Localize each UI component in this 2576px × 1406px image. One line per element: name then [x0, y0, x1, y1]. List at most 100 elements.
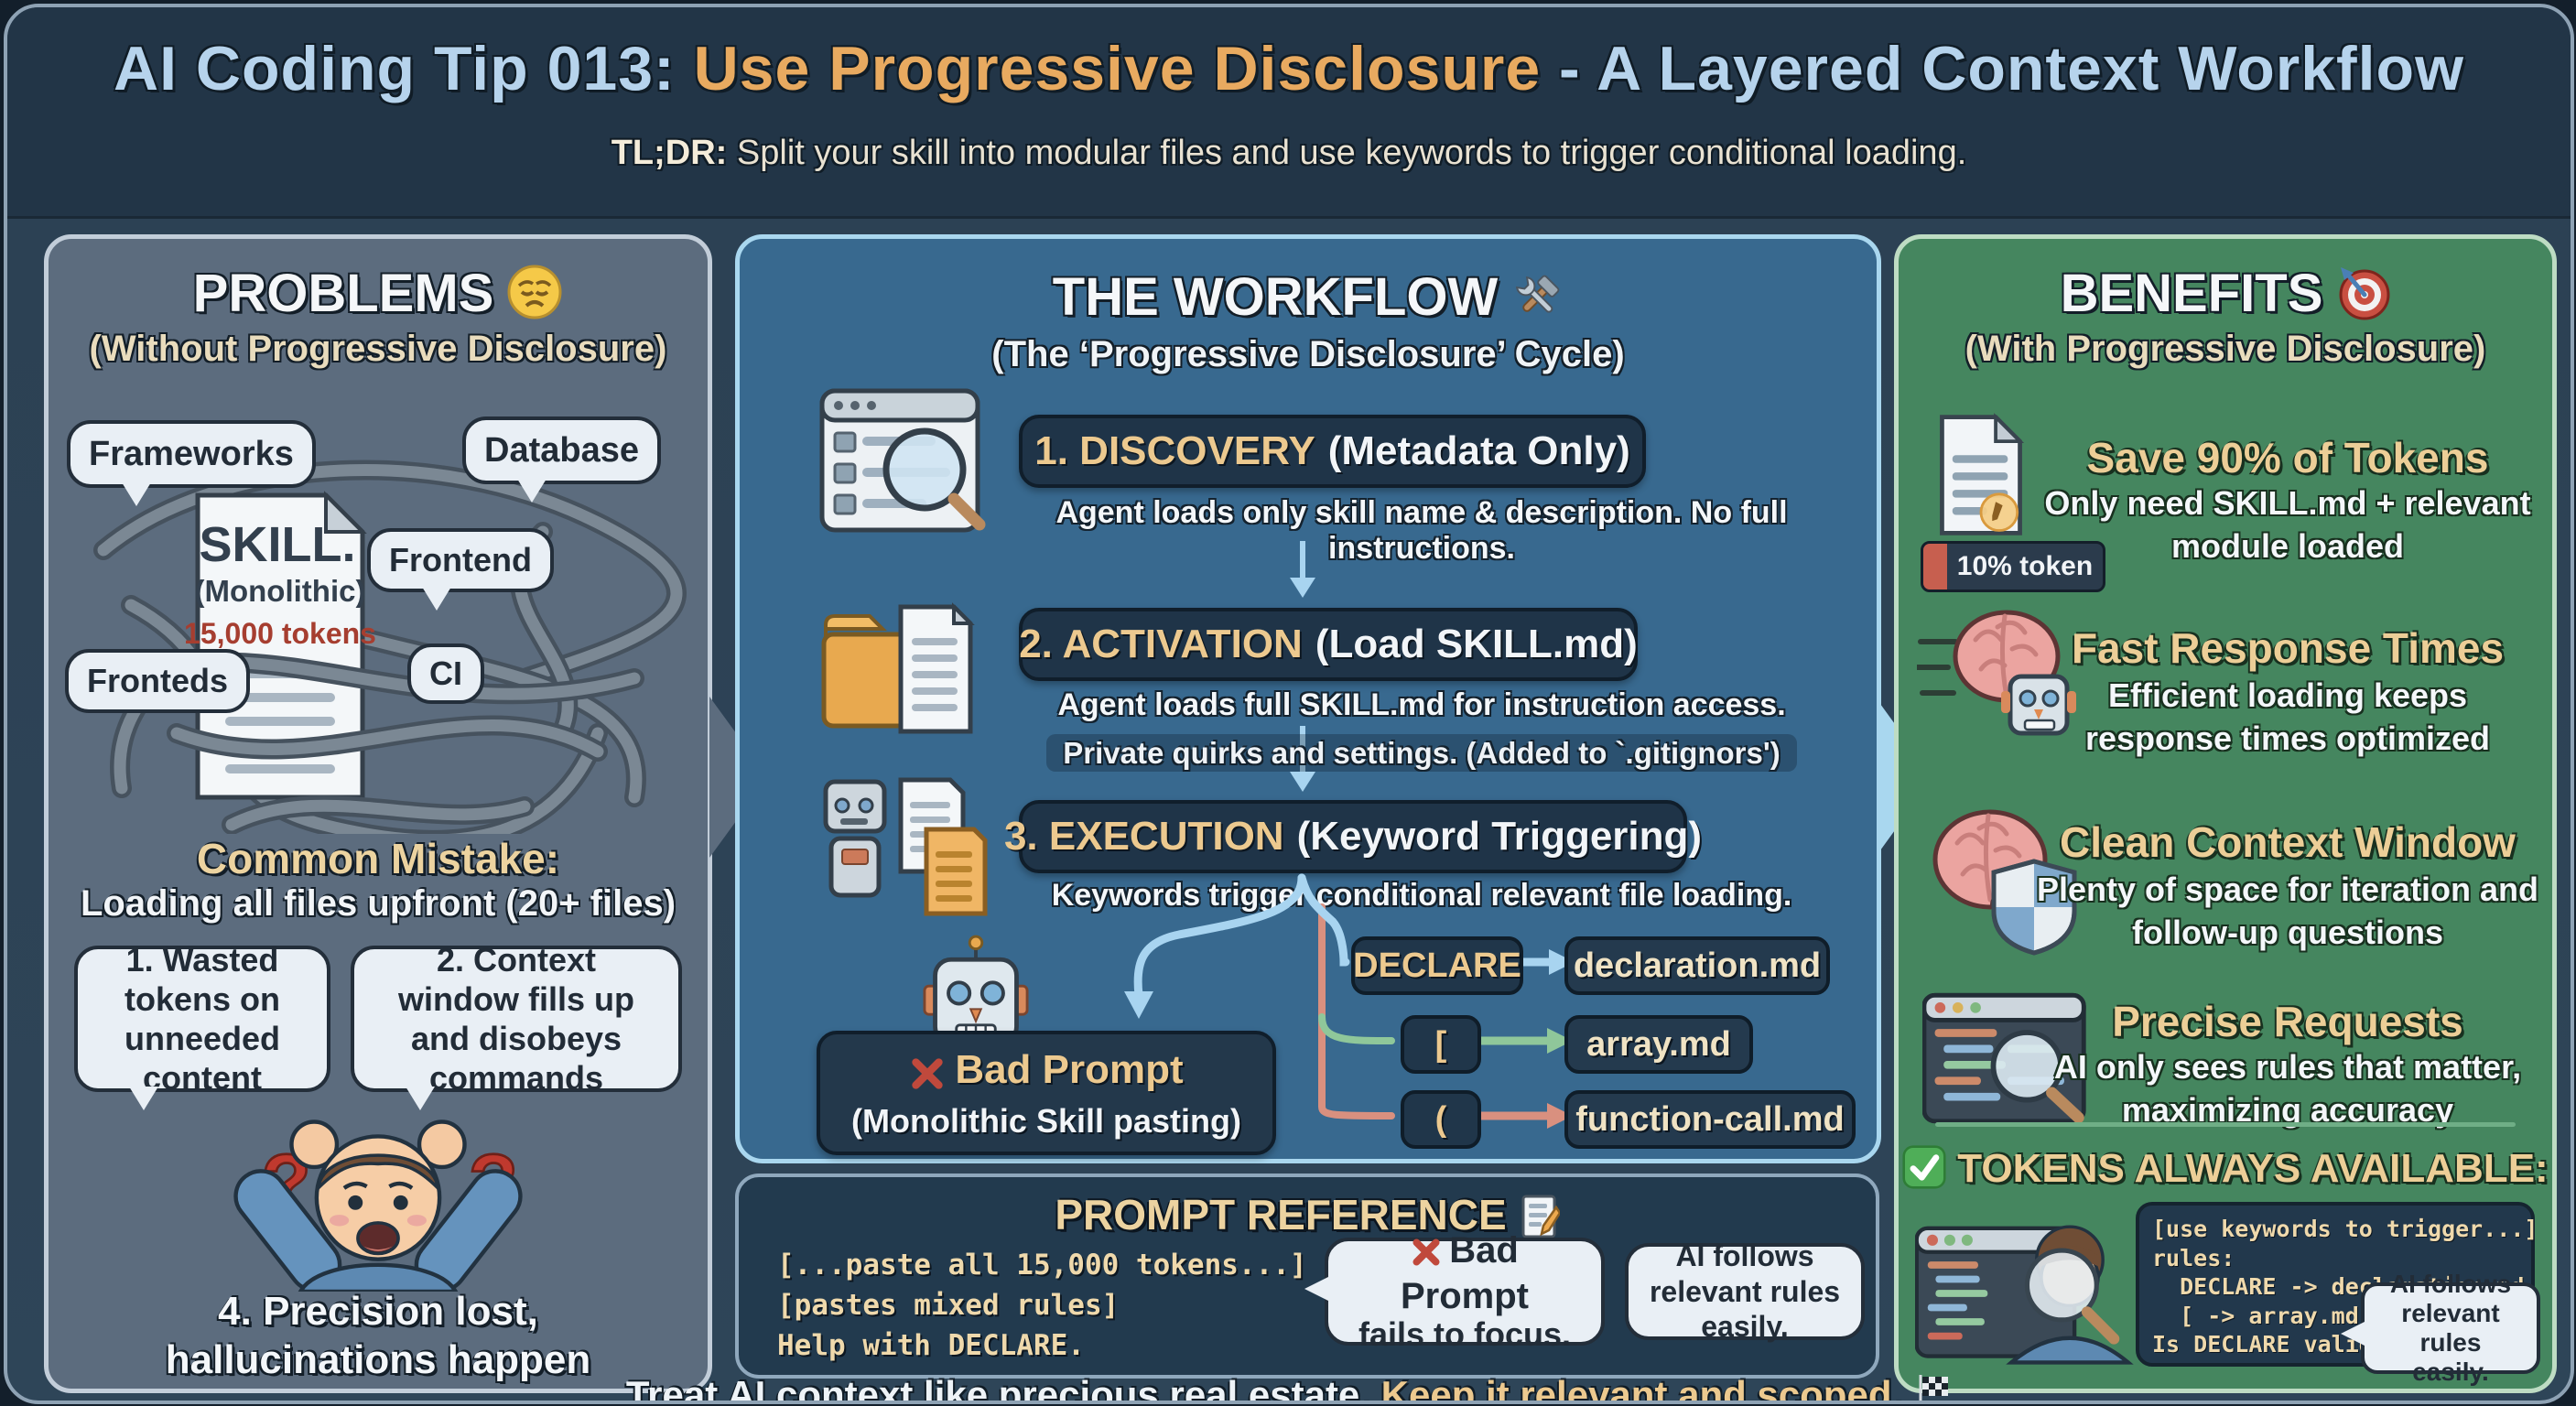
benefit-2-desc: Efficient loading keeps response times o… — [2084, 676, 2491, 757]
workflow-panel: THE WORKFLOW (The ‘Progressive Disclosur… — [735, 234, 1933, 1163]
target-icon — [2335, 265, 2390, 333]
benefit-3-desc: Plenty of space for iteration and follow… — [2036, 871, 2539, 951]
tldr-label: TL;DR: — [611, 134, 728, 172]
file-pill-array: array.md — [1564, 1015, 1753, 1074]
benefits-subtitle: (With Progressive Disclosure) — [1964, 329, 2486, 369]
stressed-person-illustration: ? ? — [233, 1119, 523, 1292]
benefit-1-title: Save 90% of Tokens — [2086, 434, 2489, 481]
person-search-icon — [1914, 1207, 2144, 1379]
discovery-icon — [817, 385, 990, 547]
issue-bubble-1: 1. Wasted tokens on unneeded content — [74, 941, 330, 1110]
code-search-icon — [1921, 991, 2091, 1133]
page-title: AI Coding Tip 013: Use Progressive Discl… — [7, 33, 2571, 104]
robot-head-icon — [923, 935, 1029, 1054]
flow-arrow-2 — [1290, 726, 1315, 792]
bubble-frontend: Frontend — [367, 528, 554, 611]
step-3-desc: Keywords trigger conditional relevant fi… — [1051, 878, 1792, 913]
keyword-pill-declare: DECLARE — [1351, 936, 1523, 995]
benefits-title: BENEFITS — [1899, 263, 2552, 333]
svg-text:SKILL.: SKILL. — [200, 517, 356, 572]
token-doc-icon — [1933, 409, 2029, 546]
benefit-4-title: Precise Requests — [2112, 998, 2463, 1045]
bubble-ci: CI — [407, 644, 484, 704]
red-x-icon — [909, 1055, 946, 1102]
bubble-fronteds: Fronteds — [65, 649, 251, 713]
token-badge-text: 10% token — [1956, 551, 2094, 581]
pr-good-bubble: AI follows relevant rules easily. — [1625, 1239, 1865, 1343]
bad-prompt-title: Bad Prompt — [820, 1047, 1272, 1102]
green-check-icon — [1902, 1145, 1946, 1199]
step-2-paren: (Load SKILL.md) — [1315, 622, 1638, 666]
fast-brain-robot-icon — [1914, 603, 2087, 751]
pr-bad-bubble-title: Bad Prompt — [1401, 1230, 1529, 1317]
benefits-panel: BENEFITS (With Progressive Disclosure) 1… — [1894, 234, 2557, 1393]
step-1-pill: 1. DISCOVERY (Metadata Only) — [1019, 415, 1646, 488]
memo-icon — [1520, 1195, 1562, 1249]
title-part-2: Use Progressive Disclosure — [693, 34, 1542, 103]
issue-4-text: 4. Precision lost, hallucinations happen — [165, 1289, 591, 1382]
common-mistake-text: Loading all files upfront (20+ files) — [80, 883, 676, 924]
checkered-flag-icon — [1915, 1373, 1952, 1401]
prompt-reference-title: PROMPT REFERENCE — [739, 1190, 1876, 1249]
svg-text:15,000 tokens: 15,000 tokens — [184, 617, 376, 650]
title-part-1: AI Coding Tip 013: — [114, 34, 694, 103]
keyword-pill-bracket: [ — [1401, 1015, 1481, 1074]
step-2-desc: Agent loads full SKILL.md for instructio… — [1057, 687, 1786, 722]
benefit-3-title: Clean Context Window — [2060, 818, 2516, 866]
step-1-label: 1. DISCOVERY — [1034, 428, 1315, 473]
footer-note: Treat AI context like precious real esta… — [7, 1373, 2571, 1404]
svg-text:(Monolithic): (Monolithic) — [195, 574, 366, 608]
ben-code-line-2: rules: — [2152, 1244, 2235, 1271]
step-2-label: 2. ACTIVATION — [1019, 622, 1303, 666]
benefit-1-desc: Only need SKILL.md + relevant module loa… — [2044, 484, 2531, 565]
title-part-3: - A Layered Context Workflow — [1541, 34, 2464, 103]
step-2-note: Private quirks and settings. (Added to `… — [969, 734, 1875, 772]
step-1-desc: Agent loads only skill name & descriptio… — [1055, 495, 1788, 566]
tldr-text: Split your skill into modular files and … — [727, 134, 1967, 172]
common-mistake-label: Common Mistake: — [196, 835, 560, 882]
workflow-subtitle: (The ‘Progressive Disclosure’ Cycle) — [991, 334, 1625, 374]
step-3-label: 3. EXECUTION — [1003, 814, 1284, 859]
pr-code-line-2: [pastes mixed rules] — [777, 1289, 1120, 1322]
bad-prompt-box: Bad Prompt (Monolithic Skill pasting) — [817, 1031, 1276, 1155]
step-3-paren: (Keyword Triggering) — [1296, 814, 1703, 859]
step-1-paren: (Metadata Only) — [1327, 428, 1630, 473]
file-pill-function-call: function-call.md — [1564, 1090, 1856, 1149]
tools-icon — [1510, 271, 1564, 337]
step-2-pill: 2. ACTIVATION (Load SKILL.md) — [1019, 608, 1638, 681]
pr-bad-bubble: Bad Prompt fails to focus. — [1304, 1230, 1605, 1352]
prompt-reference-box: PROMPT REFERENCE [...paste all 15,000 to… — [735, 1173, 1879, 1379]
token-badge: 10% token — [1921, 541, 2105, 592]
benefit-2-title: Fast Response Times — [2071, 624, 2505, 672]
infographic-canvas: AI Coding Tip 013: Use Progressive Discl… — [4, 4, 2574, 1404]
bubble-database: Database — [462, 416, 661, 503]
file-pill-declaration: declaration.md — [1564, 936, 1830, 995]
header-band: AI Coding Tip 013: Use Progressive Discl… — [7, 7, 2571, 219]
branch-connectors — [1124, 873, 1575, 1129]
brain-shield-icon — [1919, 803, 2080, 963]
keyword-pill-paren: ( — [1401, 1090, 1481, 1149]
pr-bad-bubble-text: fails to focus. — [1358, 1315, 1572, 1354]
issue-bubble-2: 2. Context window fills up and disobeys … — [351, 941, 682, 1110]
tldr-line: TL;DR: Split your skill into modular fil… — [7, 134, 2571, 173]
ben-code-line-1: [use keywords to trigger...] — [2152, 1216, 2538, 1242]
red-x-icon-small — [1411, 1236, 1442, 1276]
ben-code-line-4: [ -> array.md — [2152, 1302, 2359, 1329]
tokens-available-heading: TOKENS ALWAYS AVAILABLE: — [1899, 1145, 2552, 1199]
problems-title: PROBLEMS — [49, 263, 708, 333]
token-badge-red-segment — [1923, 544, 1947, 589]
activation-icon — [817, 598, 990, 749]
bubble-frameworks: Frameworks — [67, 420, 316, 506]
benefit-4-desc: AI only sees rules that matter, maximizi… — [2053, 1048, 2522, 1129]
pr-code-line-3: Help with DECLARE. — [777, 1329, 1085, 1362]
flow-arrow-1 — [1290, 541, 1315, 598]
footer-main: Treat AI context like precious real esta… — [625, 1373, 1381, 1404]
benefits-bubble: AI follows relevant rules easily. — [2341, 1270, 2540, 1386]
problems-subtitle: (Without Progressive Disclosure) — [89, 329, 667, 369]
footer-highlight: Keep it relevant and scoped. — [1380, 1373, 1903, 1404]
step-3-pill: 3. EXECUTION (Keyword Triggering) — [1004, 800, 1702, 873]
workflow-title: THE WORKFLOW — [740, 266, 1877, 337]
pr-code-line-1: [...paste all 15,000 tokens...] — [777, 1249, 1307, 1282]
benefits-divider — [1935, 1122, 2516, 1127]
execution-icon — [817, 774, 990, 925]
